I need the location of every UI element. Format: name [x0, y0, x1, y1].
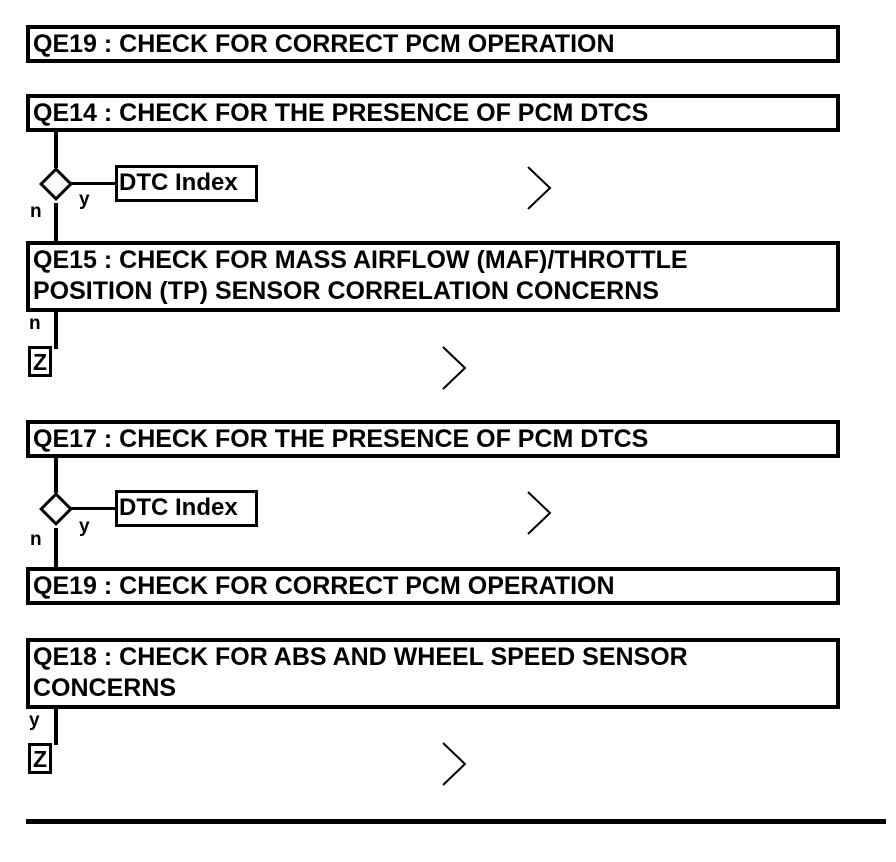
connector-line	[70, 182, 116, 185]
step-title-continued: CONCERNS	[33, 674, 177, 702]
step-title: QE19 : CHECK FOR CORRECT PCM OPERATION	[33, 30, 615, 58]
terminal-box: Z	[28, 346, 52, 377]
connector-line	[54, 458, 58, 493]
reference-label: DTC Index	[119, 494, 238, 521]
step-title: QE14 : CHECK FOR THE PRESENCE OF PCM DTC…	[33, 99, 649, 127]
step-title-continued: POSITION (TP) SENSOR CORRELATION CONCERN…	[33, 277, 659, 305]
chevron-right-icon	[442, 742, 467, 786]
connector-line	[54, 312, 58, 349]
connector-line	[54, 203, 58, 242]
terminal-label: Z	[32, 349, 48, 375]
step-title: QE19 : CHECK FOR CORRECT PCM OPERATION	[33, 572, 615, 600]
decision-yes-label: y	[79, 189, 90, 210]
decision-no-label: n	[30, 529, 42, 550]
connector-line	[70, 507, 116, 510]
decision-no-label: n	[30, 201, 42, 222]
step-qe18: QE18 : CHECK FOR ABS AND WHEEL SPEED SEN…	[26, 638, 840, 709]
branch-yes-label: y	[29, 710, 40, 731]
dtc-index-reference[interactable]: DTC Index	[115, 490, 258, 527]
step-title: QE15 : CHECK FOR MASS AIRFLOW (MAF)/THRO…	[33, 246, 688, 274]
connector-line	[54, 132, 58, 168]
step-qe17: QE17 : CHECK FOR THE PRESENCE OF PCM DTC…	[26, 420, 840, 458]
step-title: QE18 : CHECK FOR ABS AND WHEEL SPEED SEN…	[33, 643, 688, 671]
step-qe19-bottom: QE19 : CHECK FOR CORRECT PCM OPERATION	[26, 567, 840, 605]
reference-label: DTC Index	[119, 169, 238, 196]
step-qe19-top: QE19 : CHECK FOR CORRECT PCM OPERATION	[26, 25, 840, 63]
decision-diamond	[39, 492, 73, 526]
terminal-label: Z	[32, 746, 48, 772]
dtc-index-reference[interactable]: DTC Index	[115, 165, 258, 202]
branch-no-label: n	[29, 313, 41, 334]
step-qe14: QE14 : CHECK FOR THE PRESENCE OF PCM DTC…	[26, 94, 840, 132]
step-qe15: QE15 : CHECK FOR MASS AIRFLOW (MAF)/THRO…	[26, 241, 840, 312]
chevron-right-icon	[442, 346, 467, 390]
decision-yes-label: y	[79, 516, 90, 537]
decision-diamond	[39, 167, 73, 201]
connector-line	[54, 528, 58, 568]
chevron-right-icon	[527, 166, 552, 210]
connector-line	[54, 709, 58, 745]
footer-divider	[26, 819, 886, 824]
step-title: QE17 : CHECK FOR THE PRESENCE OF PCM DTC…	[33, 425, 649, 453]
terminal-box: Z	[28, 743, 52, 774]
chevron-right-icon	[527, 491, 552, 535]
